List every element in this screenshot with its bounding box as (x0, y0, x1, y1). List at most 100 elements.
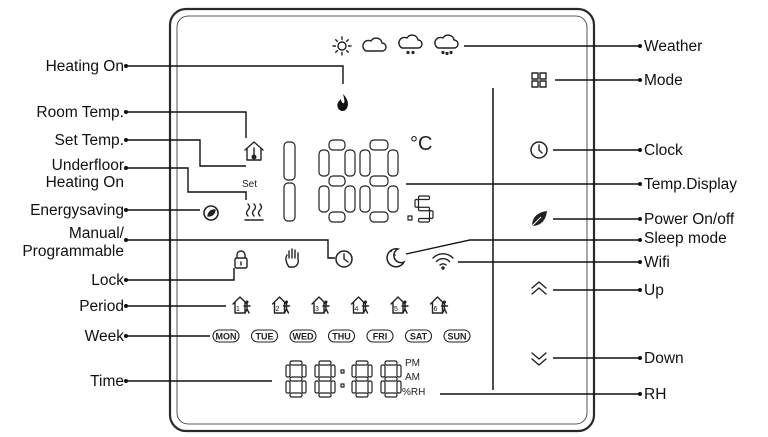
week-day: WED (289, 329, 317, 343)
segment (417, 206, 431, 212)
segment (318, 392, 332, 398)
label-underfloor-2: Heating On (46, 174, 124, 191)
segment (314, 364, 320, 378)
week-day-label: THU (332, 332, 351, 342)
label-up: Up (644, 282, 664, 299)
chevron-up-icon (531, 281, 547, 295)
segment (355, 376, 369, 382)
moon-icon (386, 248, 406, 268)
segment (380, 380, 386, 394)
segment (359, 185, 371, 213)
period-number: 3 (315, 306, 319, 313)
set-label: Set (242, 179, 257, 190)
time-digit (351, 360, 373, 398)
label-manual: Manual/ (69, 225, 125, 242)
segment (351, 380, 357, 394)
device-frame (168, 7, 596, 433)
period-icon: 4 (350, 296, 370, 314)
week-day: THU (327, 329, 356, 343)
house-thermometer-icon (244, 141, 264, 161)
week-day-label: MON (216, 332, 237, 342)
segment (355, 360, 369, 366)
decimal-digit (407, 195, 434, 223)
label-weather: Weather (644, 38, 702, 55)
pm-label: PM (405, 358, 420, 369)
label-set-temp: Set Temp. (54, 132, 124, 149)
hand-icon (285, 248, 299, 268)
segment (344, 185, 356, 213)
segment (301, 380, 307, 394)
chevron-down-icon (531, 352, 547, 366)
clock-icon (530, 141, 548, 159)
leader-dots-left (124, 64, 128, 383)
segment (314, 380, 320, 394)
segment (380, 364, 386, 378)
segment (384, 392, 398, 398)
period-number: 2 (276, 306, 280, 313)
cloud-icon (362, 37, 387, 52)
segment (301, 364, 307, 378)
segment (328, 211, 346, 223)
device-screen (176, 15, 588, 425)
label-temp-display: Temp.Display (644, 176, 737, 193)
week-day: SAT (404, 329, 433, 343)
segment (289, 392, 303, 398)
heat-waves-icon (244, 203, 264, 221)
segment (396, 364, 402, 378)
leader-lines-left (126, 65, 344, 382)
label-underfloor-1: Underfloor (52, 157, 124, 174)
label-time: Time (90, 373, 124, 390)
period-number: 4 (355, 306, 359, 313)
segment (328, 175, 346, 187)
wifi-icon (432, 253, 454, 270)
period-icon: 2 (271, 296, 291, 314)
digit (318, 139, 356, 223)
label-rh: RH (644, 386, 666, 403)
segment (289, 360, 303, 366)
period-number: 6 (434, 306, 438, 313)
segment (318, 376, 332, 382)
period-icon: 6 (429, 296, 449, 314)
label-room-temp: Room Temp. (36, 104, 124, 121)
period-icon: 3 (311, 296, 330, 314)
time-digits (285, 360, 402, 398)
leader-lines-right (405, 45, 640, 395)
segment (414, 198, 420, 208)
segment (318, 149, 330, 177)
label-clock: Clock (644, 142, 683, 159)
segment (369, 211, 389, 223)
colon-dot (340, 369, 345, 374)
week-day: TUE (250, 329, 279, 343)
segment (330, 380, 336, 394)
segment (396, 380, 402, 394)
label-week: Week (85, 328, 125, 345)
time-digit (285, 360, 307, 398)
segment (369, 175, 389, 187)
week-day: FRI (366, 329, 394, 343)
week-day-label: SUN (447, 332, 466, 342)
segment (285, 364, 291, 378)
segment (369, 139, 389, 151)
segment (328, 139, 346, 151)
segment (351, 364, 357, 378)
segment (283, 141, 296, 181)
segment (330, 364, 336, 378)
temp-digits (283, 139, 399, 223)
label-period: Period (79, 298, 124, 315)
flame-icon (337, 94, 348, 111)
segment (387, 149, 399, 177)
decimal-point (407, 215, 413, 221)
lock-icon (234, 250, 248, 269)
label-programmable: Programmable (22, 243, 124, 260)
label-power: Power On/off (644, 211, 735, 228)
sun-icon (332, 36, 352, 56)
label-down: Down (644, 350, 684, 367)
leader-dots-right (638, 44, 642, 396)
week-day-label: SAT (410, 332, 428, 342)
grid-icon (531, 72, 547, 88)
segment (318, 360, 332, 366)
label-lock: Lock (91, 272, 124, 289)
digit (359, 139, 399, 223)
